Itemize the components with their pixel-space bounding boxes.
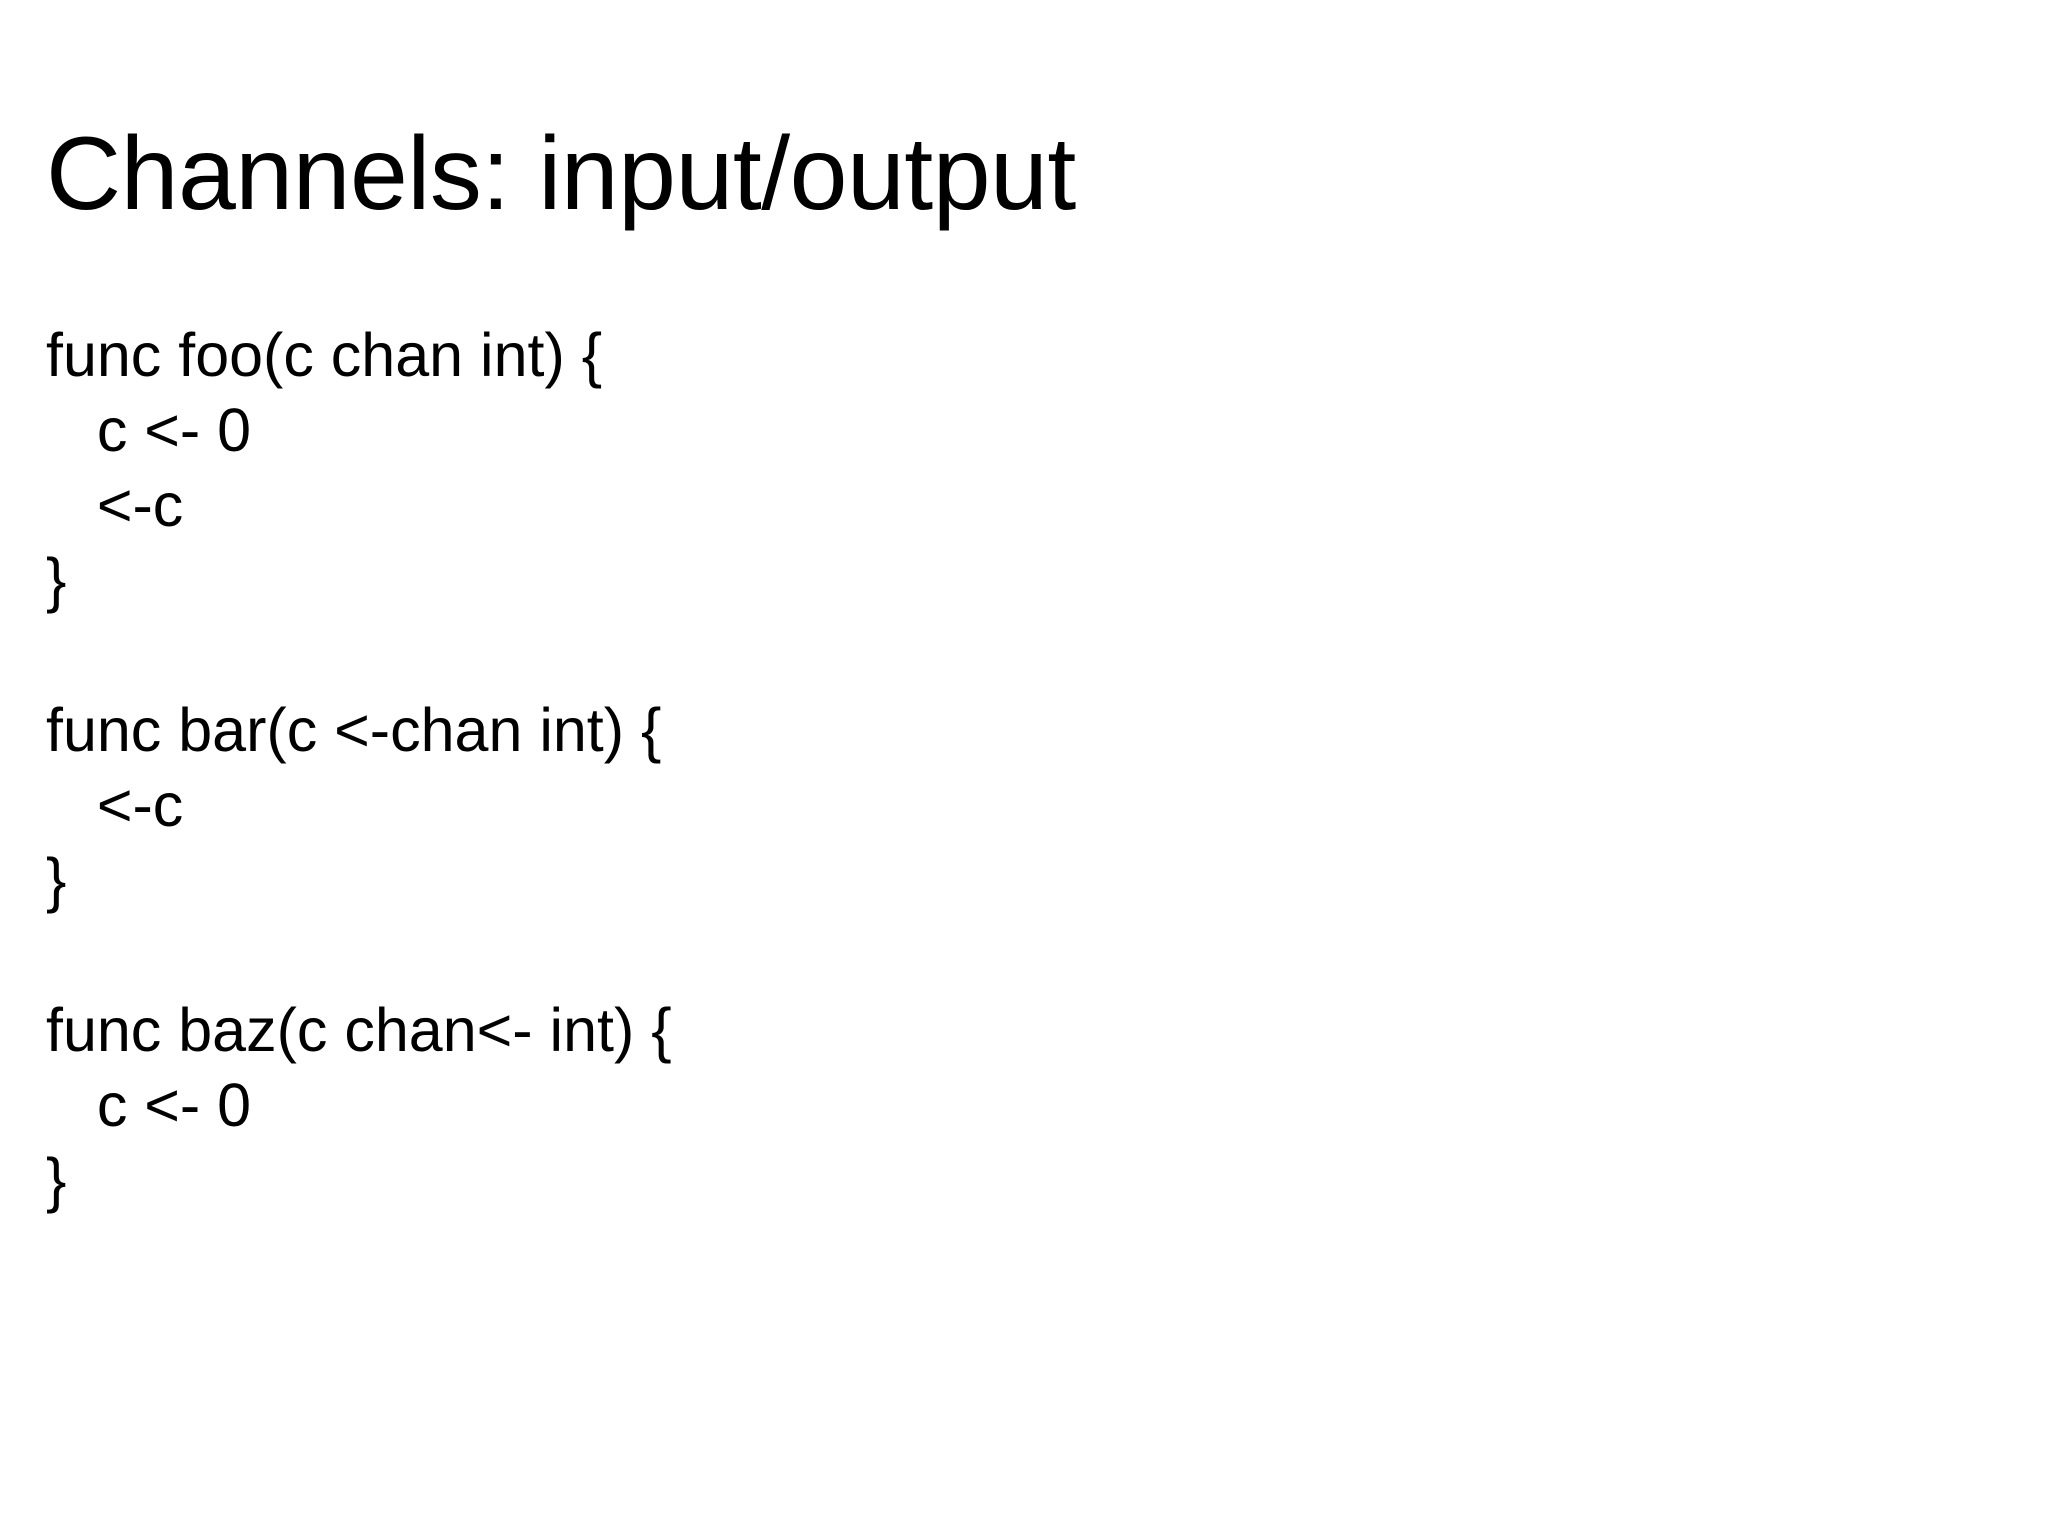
code-line: <-c <box>46 771 184 839</box>
code-line: } <box>46 546 67 614</box>
code-line: } <box>46 846 67 914</box>
block-separator <box>46 918 1946 993</box>
code-line: func foo(c chan int) { <box>46 321 603 389</box>
code-line: func bar(c <-chan int) { <box>46 696 662 764</box>
block-separator <box>46 618 1946 693</box>
code-line: } <box>46 1146 67 1214</box>
code-block-baz: func baz(c chan<- int) { c <- 0 } <box>46 993 1946 1218</box>
code-block-foo: func foo(c chan int) { c <- 0 <-c } <box>46 318 1946 618</box>
code-block-bar: func bar(c <-chan int) { <-c } <box>46 693 1946 918</box>
code-line: <-c <box>46 471 184 539</box>
code-line: c <- 0 <box>46 1071 252 1139</box>
slide-body: func foo(c chan int) { c <- 0 <-c } func… <box>46 318 1946 1218</box>
code-line: func baz(c chan<- int) { <box>46 996 672 1064</box>
code-line: c <- 0 <box>46 396 252 464</box>
page-title: Channels: input/output <box>46 115 1076 232</box>
